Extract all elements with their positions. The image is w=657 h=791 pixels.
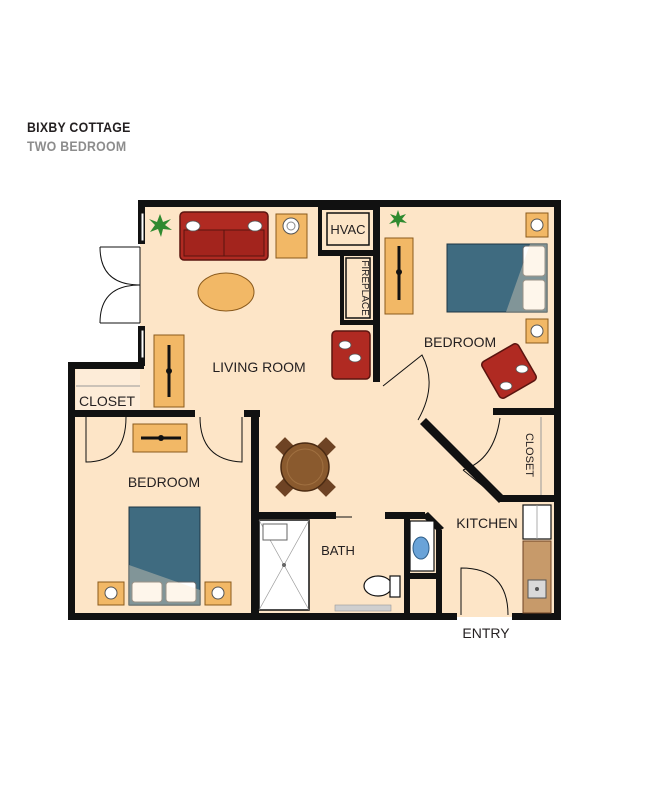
armchair-living xyxy=(331,330,371,380)
bed-left xyxy=(128,506,201,606)
armchair-bedroom xyxy=(481,343,537,399)
coffee-table xyxy=(197,272,255,312)
label-bedroom-left: BEDROOM xyxy=(128,474,200,490)
label-kitchen: KITCHEN xyxy=(456,515,517,531)
dining-table xyxy=(275,437,336,497)
dresser-left xyxy=(132,423,188,453)
plan-subtitle: TWO BEDROOM xyxy=(27,138,127,154)
fireplace xyxy=(345,257,371,319)
label-living-room: LIVING ROOM xyxy=(212,359,305,375)
label-closet-right: CLOSET xyxy=(523,433,535,477)
sofa xyxy=(179,211,269,261)
label-bath: BATH xyxy=(321,543,355,558)
shower xyxy=(258,519,310,611)
interior-walls xyxy=(75,206,558,620)
end-table-living xyxy=(275,213,308,259)
interior-doors xyxy=(85,354,509,616)
label-hvac: HVAC xyxy=(330,222,365,237)
plant-bedroom xyxy=(389,210,407,228)
label-closet-left: CLOSET xyxy=(79,393,135,409)
kitchen-counter xyxy=(522,504,552,614)
label-fireplace: FIREPLACE xyxy=(359,260,370,316)
window-top-left xyxy=(140,212,145,242)
tv-console-living xyxy=(153,334,185,408)
nightstand-main-bottom xyxy=(525,318,549,344)
patio-doors xyxy=(99,246,141,324)
nightstand-left-a xyxy=(97,581,125,606)
label-entry: ENTRY xyxy=(462,625,510,641)
bath-threshold xyxy=(334,604,392,612)
dresser-main xyxy=(384,237,414,315)
label-bedroom-main: BEDROOM xyxy=(424,334,496,350)
nightstand-main-top xyxy=(525,212,549,238)
bed-main xyxy=(446,243,548,313)
hvac-unit xyxy=(326,212,370,246)
bath-sink xyxy=(409,520,435,572)
closet-left-floor xyxy=(76,368,140,413)
window-left xyxy=(140,329,145,359)
plant-living xyxy=(149,214,172,237)
nightstand-left-b xyxy=(204,581,232,606)
plan-title: BIXBY COTTAGE xyxy=(27,119,131,135)
toilet xyxy=(363,575,401,598)
